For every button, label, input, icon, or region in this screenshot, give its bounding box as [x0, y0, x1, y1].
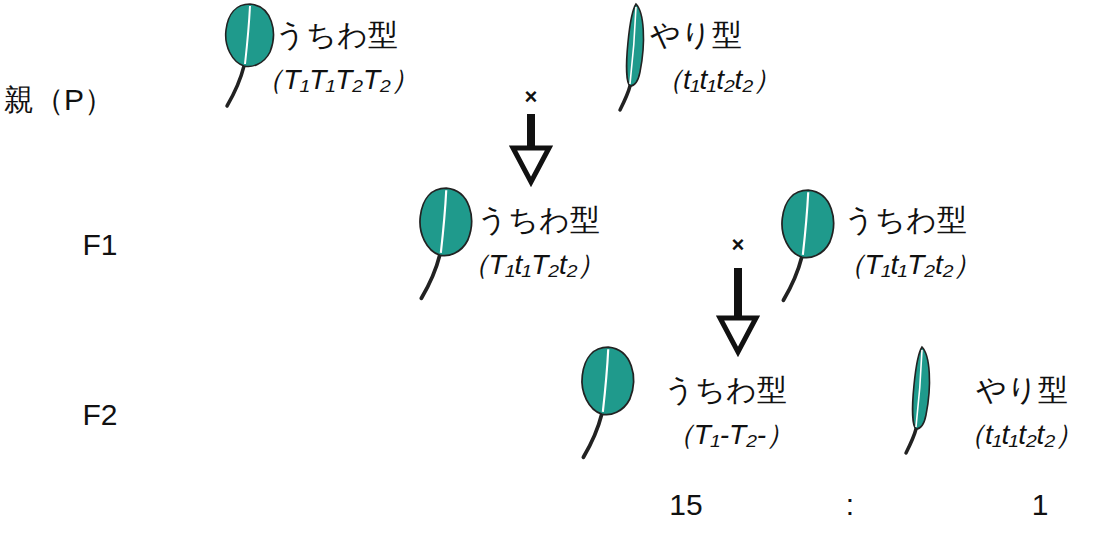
ratio-number: 15	[669, 488, 702, 523]
phenotype-name: うちわ型	[844, 203, 967, 238]
ratio-separator: :	[846, 488, 854, 523]
genotype: （t₁t₁t₂t₂）	[655, 64, 781, 96]
cross-symbol: ×	[732, 232, 745, 257]
down-arrow	[720, 268, 756, 352]
uchiwa-leaf	[420, 188, 472, 298]
generation-label: F2	[82, 398, 117, 433]
yari-leaf	[620, 4, 643, 110]
phenotype-name: やり型	[976, 373, 1068, 408]
genotype: （t₁t₁t₂t₂）	[957, 419, 1083, 451]
phenotype-name: うちわ型	[275, 18, 398, 53]
down-arrow	[513, 114, 549, 182]
phenotype-name: やり型	[650, 18, 742, 53]
phenotype-name: うちわ型	[664, 373, 787, 408]
uchiwa-leaf	[582, 347, 634, 457]
cross-symbol: ×	[525, 84, 538, 109]
genotype: （T₁T₁T₂T₂）	[255, 64, 418, 96]
genotype: （T₁t₁T₂t₂）	[837, 249, 982, 281]
yari-leaf	[906, 347, 929, 453]
genotype: （T₁t₁T₂t₂）	[461, 249, 606, 281]
generation-label: F1	[82, 228, 117, 263]
genotype: （T₁-T₂-）	[666, 419, 794, 451]
uchiwa-leaf	[782, 190, 834, 300]
generation-label: 親（P）	[4, 83, 114, 118]
ratio-number: 1	[1032, 488, 1049, 523]
phenotype-name: うちわ型	[477, 203, 600, 238]
